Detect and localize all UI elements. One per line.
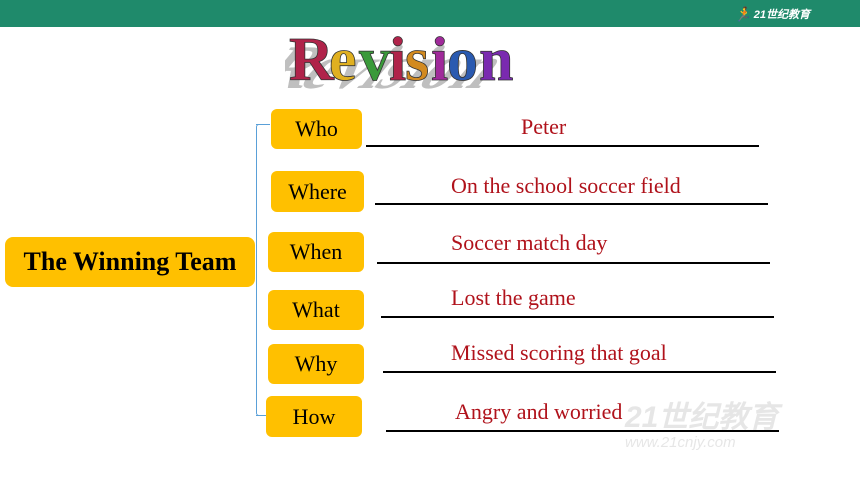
answer-text: Angry and worried xyxy=(455,399,623,424)
center-topic-label: The Winning Team xyxy=(23,247,237,276)
answer-text: Missed scoring that goal xyxy=(451,340,667,365)
question-label: How xyxy=(292,403,336,429)
answer-line xyxy=(386,430,779,432)
watermark-logo: 21世纪教育 www.21cnjy.com xyxy=(555,393,825,453)
answer-line xyxy=(377,262,770,264)
header-bar: 🏃 21世纪教育 xyxy=(0,0,860,27)
title-letter: R xyxy=(289,26,335,94)
question-box-why: Why xyxy=(268,344,364,384)
title-letter: n xyxy=(479,26,513,94)
question-label: What xyxy=(292,297,340,322)
watermark-graphic: 21世纪教育 www.21cnjy.com xyxy=(624,400,783,451)
brand-text: 21世纪教育 xyxy=(753,9,810,21)
connector-stub xyxy=(256,415,268,416)
question-label: Where xyxy=(288,178,347,204)
brand-logo: 🏃 21世纪教育 xyxy=(734,5,810,23)
question-label: When xyxy=(289,239,343,264)
runner-icon: 🏃 xyxy=(734,5,752,22)
title-letter: s xyxy=(405,26,429,94)
answer-line xyxy=(381,316,774,318)
watermark-url: www.21cnjy.com xyxy=(625,434,736,451)
question-box-who: Who xyxy=(271,109,362,149)
center-topic-box: The Winning Team xyxy=(5,237,255,287)
answer-text: Peter xyxy=(521,114,567,139)
answer-line xyxy=(375,203,768,205)
title-letter: e xyxy=(329,26,357,94)
question-box-how: How xyxy=(266,396,362,437)
title-letter: o xyxy=(447,26,478,94)
title-letter: i xyxy=(389,26,406,94)
answer-line xyxy=(366,145,759,147)
connector-stub xyxy=(256,124,270,125)
answer-text: On the school soccer field xyxy=(451,173,681,198)
title-letter: v xyxy=(359,26,390,94)
watermark-brand: 21世纪教育 xyxy=(624,400,783,434)
question-box-what: What xyxy=(268,290,364,330)
title-letter: i xyxy=(431,26,448,94)
question-box-when: When xyxy=(268,232,364,272)
question-label: Why xyxy=(294,351,338,376)
answer-text: Lost the game xyxy=(451,285,576,310)
question-box-where: Where xyxy=(271,171,364,212)
answer-text: Soccer match day xyxy=(451,230,608,255)
question-label: Who xyxy=(295,116,338,141)
answer-line xyxy=(383,371,776,373)
